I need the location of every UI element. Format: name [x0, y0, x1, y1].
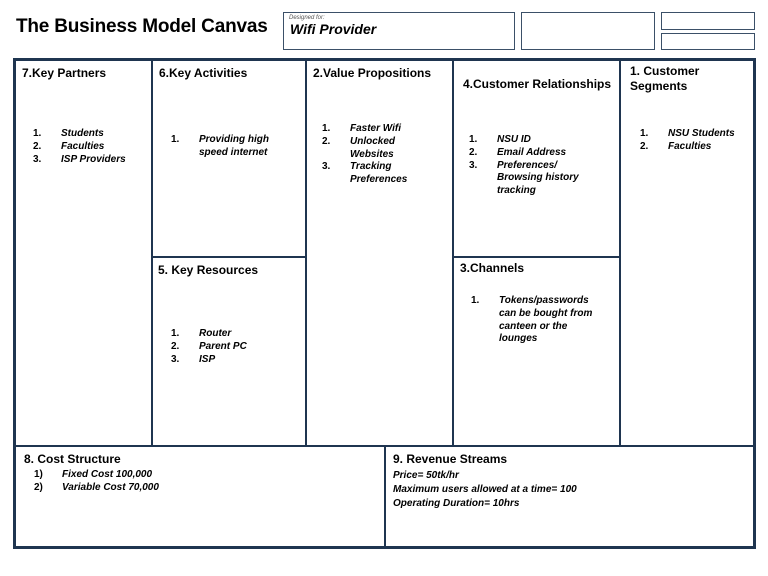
cost-structure-title: 8. Cost Structure — [24, 452, 121, 466]
key-activities-list: 1.Providing high speed internet — [171, 134, 281, 160]
cost-structure-list: 1)Fixed Cost 100,000 2)Variable Cost 70,… — [34, 469, 274, 495]
designed-for-value: Wifi Provider — [290, 21, 377, 37]
key-activities-title: 6.Key Activities — [159, 66, 248, 80]
list-item: 2.Parent PC — [171, 340, 247, 352]
list-item: 3.Preferences/ Browsing history tracking — [469, 159, 579, 197]
designed-by-box[interactable] — [521, 12, 655, 50]
list-item: 3.ISP Providers — [33, 153, 126, 165]
revenue-streams-lines: Price= 50tk/hr Maximum users allowed at … — [393, 469, 733, 511]
list-item: 2.Email Address — [469, 146, 567, 158]
key-resources-list: 1.Router 2.Parent PC 3.ISP — [171, 328, 296, 366]
designed-for-label: Designed for: — [289, 15, 325, 21]
customer-segments-cell[interactable]: 1. Customer Segments 1.NSU Students 2.Fa… — [620, 60, 754, 446]
revenue-line: Maximum users allowed at a time= 100 — [393, 484, 577, 495]
list-item: 2)Variable Cost 70,000 — [34, 481, 159, 493]
value-propositions-title: 2.Value Propositions — [313, 66, 432, 80]
customer-segments-list: 1.NSU Students 2.Faculties — [640, 128, 752, 154]
list-item: 1.Providing high speed internet — [171, 134, 269, 158]
list-item: 2.Faculties — [640, 140, 712, 152]
cost-structure-cell[interactable]: 8. Cost Structure 1)Fixed Cost 100,000 2… — [15, 446, 385, 547]
list-item: 1.Tokens/passwords can be bought from ca… — [471, 295, 593, 345]
key-resources-cell[interactable]: 5. Key Resources 1.Router 2.Parent PC 3.… — [152, 257, 306, 446]
channels-title: 3.Channels — [460, 261, 525, 275]
customer-relationships-list: 1.NSU ID 2.Email Address 3.Preferences/ … — [469, 134, 591, 198]
customer-relationships-title: 4.Customer Relationships — [463, 77, 612, 91]
customer-segments-title: 1. Customer Segments — [630, 64, 700, 93]
value-propositions-cell[interactable]: 2.Value Propositions 1.Faster Wifi 2.Unl… — [306, 60, 453, 446]
key-partners-cell[interactable]: 7.Key Partners 1.Students 2.Faculties 3.… — [15, 60, 152, 446]
list-item: 1.NSU Students — [640, 128, 735, 139]
designed-for-box[interactable]: Designed for: Wifi Provider — [283, 12, 515, 50]
value-propositions-list: 1.Faster Wifi 2.Unlocked Websites 3.Trac… — [322, 123, 422, 187]
list-item: 1.Faster Wifi — [322, 123, 402, 134]
date-box[interactable] — [661, 12, 755, 30]
key-partners-list: 1.Students 2.Faculties 3.ISP Providers — [33, 128, 148, 166]
revenue-line: Price= 50tk/hr — [393, 470, 459, 481]
list-item: 2.Faculties — [33, 140, 105, 152]
customer-relationships-cell[interactable]: 4.Customer Relationships 1.NSU ID 2.Emai… — [453, 60, 620, 257]
list-item: 2.Unlocked Websites — [322, 135, 396, 160]
version-box[interactable] — [661, 33, 755, 50]
list-item: 1)Fixed Cost 100,000 — [34, 469, 153, 480]
list-item: 1.Router — [171, 328, 232, 339]
page-title: The Business Model Canvas — [16, 16, 268, 37]
list-item: 3.Tracking Preferences — [322, 161, 408, 186]
list-item: 3.ISP — [171, 353, 216, 365]
list-item: 1.Students — [33, 128, 104, 139]
key-resources-title: 5. Key Resources — [158, 263, 259, 277]
revenue-streams-title: 9. Revenue Streams — [393, 452, 508, 466]
key-partners-title: 7.Key Partners — [22, 66, 107, 80]
channels-list: 1.Tokens/passwords can be bought from ca… — [471, 295, 601, 346]
key-activities-cell[interactable]: 6.Key Activities 1.Providing high speed … — [152, 60, 306, 257]
revenue-line: Operating Duration= 10hrs — [393, 498, 520, 509]
revenue-streams-cell[interactable]: 9. Revenue Streams Price= 50tk/hr Maximu… — [385, 446, 754, 547]
canvas-grid: 7.Key Partners 1.Students 2.Faculties 3.… — [13, 58, 756, 549]
channels-cell[interactable]: 3.Channels 1.Tokens/passwords can be bou… — [453, 257, 620, 446]
list-item: 1.NSU ID — [469, 134, 531, 145]
